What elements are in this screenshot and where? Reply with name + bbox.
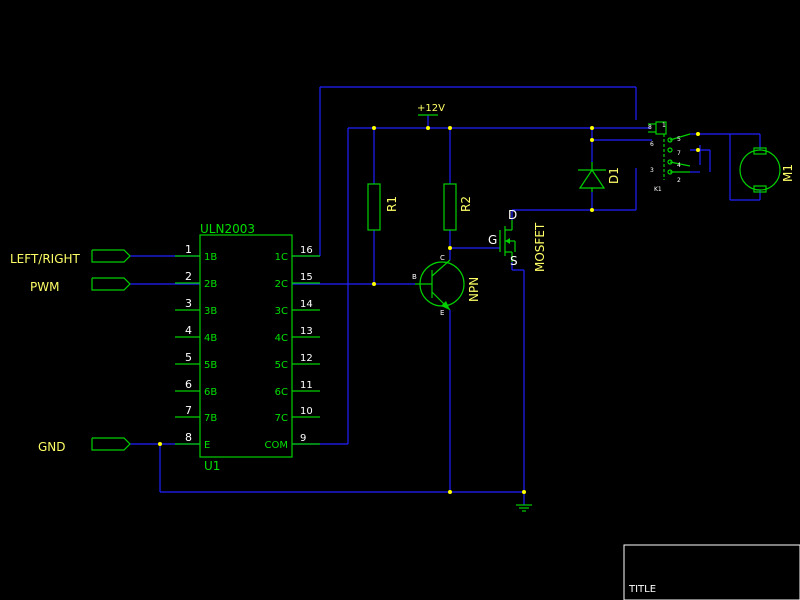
ic-pin-label-right: 5C	[275, 360, 288, 371]
pwm-label: PWM	[30, 280, 59, 294]
ic-pin-num-left: 6	[185, 378, 192, 391]
power-symbol-12v: +12V	[417, 103, 445, 116]
ic-pin-num-left: 8	[185, 431, 192, 444]
ic-pin-num-left: 7	[185, 404, 192, 417]
ic-pin-num-left: 2	[185, 270, 192, 283]
ic-pin-num-right: 10	[300, 406, 313, 417]
motor-label: M1	[781, 164, 795, 182]
ic-pin-num-left: 3	[185, 297, 192, 310]
ic-pin-num-right: 12	[300, 353, 313, 364]
left-right-label: LEFT/RIGHT	[10, 252, 81, 266]
uln2003-ic: ULN2003 U1 1 1B 2 2B 3 3B 4 4B 5 5B 6 6B 7 7B 8E 16 1C 15…	[175, 222, 320, 473]
mosfet-d-label: D	[508, 208, 517, 222]
relay-pin-4: 4	[677, 162, 681, 169]
mosfet-g-label: G	[488, 233, 497, 247]
relay-pin-2: 2	[677, 177, 681, 184]
npn-label: NPN	[467, 277, 481, 302]
motor-m1: M1	[739, 147, 795, 193]
npn-e-label: E	[440, 309, 444, 317]
ic-pin-label-right: 4C	[275, 333, 288, 344]
ground-symbol	[516, 504, 532, 512]
relay-label: K1	[654, 186, 662, 193]
wires	[130, 86, 761, 505]
mosfet-label: MOSFET	[533, 222, 547, 272]
ic-pin-label-right: 1C	[275, 252, 288, 263]
input-connector-left-right: LEFT/RIGHT	[10, 249, 131, 266]
r1-label: R1	[385, 196, 399, 212]
npn-transistor: B C E NPN	[412, 254, 481, 317]
resistor-r2: R2	[443, 183, 473, 231]
gnd-label: GND	[38, 440, 66, 454]
relay-pin-8: 8	[648, 124, 652, 131]
ic-pin-label-left: 1B	[204, 252, 217, 263]
input-connector-pwm: PWM	[30, 277, 131, 294]
ic-pin-label-right: 7C	[275, 413, 288, 424]
diode-label: D1	[607, 167, 621, 184]
junctions	[158, 126, 700, 494]
relay-pin-6: 6	[650, 141, 654, 148]
ic-pin-label-left: 6B	[204, 387, 217, 398]
ic-pin-label-right: 2C	[275, 279, 288, 290]
ic-pin-num-right: 15	[300, 272, 313, 283]
ic-pin-label-left: E	[204, 440, 210, 451]
ic-pin-num-right: 14	[300, 299, 313, 310]
ic-pin-label-right: COM	[265, 440, 288, 451]
ic-pin-num-left: 4	[185, 324, 192, 337]
ic-pin-num-left: 5	[185, 351, 192, 364]
ic-pin-num-right: 11	[300, 380, 313, 391]
ic-pins: 1 1B 2 2B 3 3B 4 4B 5 5B 6 6B 7 7B 8E 16 1C 15 2C 14 3C 13 4C 1…	[175, 243, 320, 451]
resistor-r1: R1	[367, 183, 399, 231]
ic-pin-label-left: 3B	[204, 306, 217, 317]
ic-pin-label-left: 4B	[204, 333, 217, 344]
ic-pin-label-left: 5B	[204, 360, 217, 371]
input-connector-gnd: GND	[38, 437, 131, 454]
relay-pin-3: 3	[650, 167, 654, 174]
r2-label: R2	[459, 196, 473, 212]
ic-pin-num-left: 1	[185, 243, 192, 256]
ic-pin-num-right: 13	[300, 326, 313, 337]
npn-b-label: B	[412, 273, 417, 281]
ic-pin-label-right: 3C	[275, 306, 288, 317]
mosfet-s-label: S	[510, 254, 518, 268]
ic-pin-num-right: 16	[300, 245, 313, 256]
npn-c-label: C	[440, 254, 445, 262]
title-text: TITLE	[628, 584, 656, 595]
ic-pin-label-left: 2B	[204, 279, 217, 290]
diode-d1: D1	[578, 162, 621, 192]
ic-pin-label-left: 7B	[204, 413, 217, 424]
relay-pin-5: 5	[677, 136, 681, 143]
relay-pin-1: 1	[662, 122, 666, 129]
mosfet: D G S MOSFET	[488, 208, 547, 272]
ic-ref: U1	[204, 459, 220, 473]
relay-k1: K1 8 6 5 1 7 4 3 2	[648, 121, 691, 193]
supply-label: +12V	[417, 103, 445, 114]
ic-name: ULN2003	[200, 222, 255, 236]
title-block: TITLE	[623, 544, 800, 600]
ic-pin-num-right: 9	[300, 433, 306, 444]
relay-pin-7: 7	[677, 150, 681, 157]
ic-pin-label-right: 6C	[275, 387, 288, 398]
